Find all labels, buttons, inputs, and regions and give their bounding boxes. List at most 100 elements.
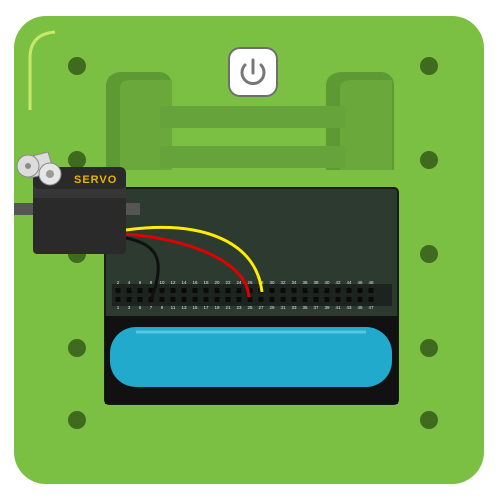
power-button[interactable] bbox=[228, 47, 278, 97]
header-pin bbox=[368, 297, 374, 302]
pin-number-bottom: 15 bbox=[192, 305, 198, 310]
pin-number-top: 36 bbox=[302, 280, 308, 285]
power-icon bbox=[240, 58, 266, 85]
pin-number-top: 6 bbox=[139, 280, 142, 285]
pin-number-bottom: 9 bbox=[161, 305, 164, 310]
pin-number-top: 4 bbox=[128, 280, 131, 285]
pin-number-bottom: 19 bbox=[214, 305, 220, 310]
pin-number-top: 46 bbox=[357, 280, 363, 285]
header-pin bbox=[159, 297, 165, 302]
header-pin bbox=[247, 288, 253, 293]
header-pin bbox=[357, 297, 363, 302]
header-pin bbox=[280, 297, 286, 302]
pin-number-bottom: 23 bbox=[236, 305, 242, 310]
pin-number-bottom: 5 bbox=[139, 305, 142, 310]
mount-hole bbox=[68, 339, 86, 357]
pin-number-bottom: 39 bbox=[324, 305, 330, 310]
header-pin bbox=[126, 288, 132, 293]
header-pin bbox=[335, 288, 341, 293]
pin-number-top: 42 bbox=[335, 280, 341, 285]
header-pin bbox=[291, 297, 297, 302]
header-pin bbox=[313, 297, 319, 302]
header-pin bbox=[181, 288, 187, 293]
header-pin bbox=[225, 297, 231, 302]
pin-number-top: 12 bbox=[170, 280, 176, 285]
servo-horn bbox=[16, 151, 62, 186]
header-pin bbox=[148, 288, 154, 293]
header-pin bbox=[214, 297, 220, 302]
pin-number-top: 30 bbox=[269, 280, 275, 285]
pin-number-bottom: 33 bbox=[291, 305, 297, 310]
wire-red bbox=[125, 232, 251, 298]
header-pin bbox=[137, 288, 143, 293]
pin-number-bottom: 31 bbox=[280, 305, 286, 310]
pin-number-bottom: 17 bbox=[203, 305, 209, 310]
mount-hole bbox=[68, 57, 86, 75]
pin-number-bottom: 1 bbox=[117, 305, 120, 310]
pin-number-top: 34 bbox=[291, 280, 297, 285]
pin-number-top: 18 bbox=[203, 280, 209, 285]
mount-hole bbox=[420, 411, 438, 429]
pin-number-top: 44 bbox=[346, 280, 352, 285]
header-pin bbox=[346, 288, 352, 293]
pin-number-top: 48 bbox=[368, 280, 374, 285]
header-pin bbox=[258, 297, 264, 302]
header-pin bbox=[236, 297, 242, 302]
header-pin bbox=[368, 288, 374, 293]
header-pin bbox=[324, 297, 330, 302]
pin-number-bottom: 41 bbox=[335, 305, 341, 310]
servo-label: SERVO bbox=[74, 174, 117, 186]
pin-number-top: 32 bbox=[280, 280, 286, 285]
pin-number-top: 2 bbox=[117, 280, 120, 285]
header-pin bbox=[192, 288, 198, 293]
pin-number-bottom: 21 bbox=[225, 305, 231, 310]
pin-number-top: 24 bbox=[236, 280, 242, 285]
header-pin bbox=[181, 297, 187, 302]
pin-number-bottom: 13 bbox=[181, 305, 187, 310]
header-pin bbox=[203, 288, 209, 293]
battery bbox=[110, 327, 392, 387]
header-pin bbox=[313, 288, 319, 293]
header-pin bbox=[137, 297, 143, 302]
header-pin bbox=[247, 297, 253, 302]
header-pin bbox=[170, 288, 176, 293]
pin-number-bottom: 35 bbox=[302, 305, 308, 310]
header-pin bbox=[236, 288, 242, 293]
pin-number-bottom: 29 bbox=[269, 305, 275, 310]
board-bracket bbox=[106, 72, 394, 170]
pin-number-bottom: 3 bbox=[128, 305, 131, 310]
header-pin bbox=[159, 288, 165, 293]
pin-number-bottom: 47 bbox=[368, 305, 374, 310]
servo-motor: SERVO bbox=[14, 151, 140, 254]
header-pin bbox=[214, 288, 220, 293]
header-pin bbox=[302, 288, 308, 293]
header-pin bbox=[346, 297, 352, 302]
pin-number-bottom: 43 bbox=[346, 305, 352, 310]
pin-number-bottom: 45 bbox=[357, 305, 363, 310]
mount-hole bbox=[420, 151, 438, 169]
pin-number-bottom: 27 bbox=[258, 305, 264, 310]
header-pin bbox=[291, 288, 297, 293]
header-pin bbox=[115, 288, 121, 293]
header-pin bbox=[269, 288, 275, 293]
wire-black bbox=[125, 236, 160, 301]
pin-number-top: 14 bbox=[181, 280, 187, 285]
header-pin bbox=[302, 297, 308, 302]
pin-number-bottom: 11 bbox=[171, 305, 176, 310]
header-pin bbox=[269, 297, 275, 302]
board-highlight bbox=[28, 30, 56, 110]
header-pin bbox=[357, 288, 363, 293]
header-pin bbox=[280, 288, 286, 293]
header-pin bbox=[335, 297, 341, 302]
mount-hole bbox=[68, 411, 86, 429]
header-pin bbox=[225, 288, 231, 293]
pin-number-top: 38 bbox=[313, 280, 319, 285]
header-pin bbox=[203, 297, 209, 302]
pin-number-top: 26 bbox=[247, 280, 253, 285]
header-pin bbox=[170, 297, 176, 302]
